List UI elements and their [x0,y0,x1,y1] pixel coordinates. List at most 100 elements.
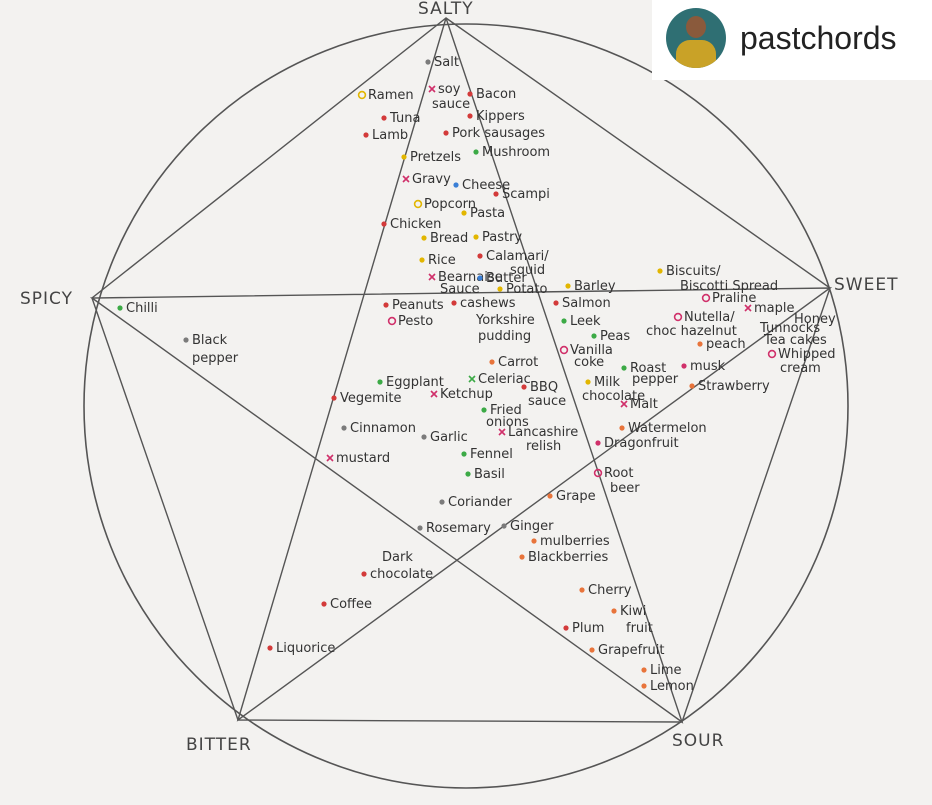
food-label: Biscuits/ [666,264,721,279]
profile-avatar-icon[interactable] [666,8,726,68]
food-label: Black [192,333,228,348]
food-marker [595,440,601,446]
food-label: Yorkshire [475,313,535,328]
food-marker [489,359,495,365]
vertex-label-spicy: SPICY [20,289,73,309]
account-handle[interactable]: pastchords [740,20,897,56]
food-marker [443,130,449,136]
vertex-label-bitter: BITTER [186,735,252,755]
food-marker [565,283,571,289]
food-label: Coriander [448,495,512,510]
food-label: Salmon [562,296,611,311]
food-label: Chilli [126,301,158,316]
food-marker [681,363,687,369]
food-label: Cheese [462,178,510,193]
food-label: Bacon [476,87,516,102]
food-label: Butter [486,271,527,286]
food-label: Kiwi [620,604,646,619]
food-label: Ramen [368,88,414,103]
food-marker [421,235,427,241]
food-label: Tea cakes [763,333,827,348]
food-label: Malt [630,397,658,412]
food-marker [430,390,438,398]
food-marker [402,175,410,183]
food-label: peach [706,337,746,352]
food-label: Lamb [372,128,408,143]
food-marker [579,587,585,593]
food-label: Scampi [502,187,550,202]
account-badge[interactable]: pastchords [652,0,932,80]
food-label: Bearnaise [438,270,503,285]
food-marker [453,182,459,188]
food-label: Sauce [440,282,480,297]
food-marker [531,538,537,544]
avatar-body [676,40,716,68]
food-label: Garlic [430,430,468,445]
food-marker [497,286,503,292]
food-label: Grapefruit [598,643,665,658]
food-label: cashews [460,296,516,311]
food-label: relish [526,439,561,454]
pentagram-star [89,17,833,724]
food-label: Dragonfruit [604,436,679,451]
food-marker [563,625,569,631]
food-marker [341,425,347,431]
food-marker [473,149,479,155]
food-label: choc hazelnut [646,324,737,339]
food-marker [493,191,499,197]
food-marker [467,91,473,97]
food-label: Calamari/ [486,249,549,264]
food-label: pudding [478,329,531,344]
food-label: beer [610,481,640,496]
food-label: coke [574,355,604,370]
food-marker [611,608,617,614]
food-label: Barley [574,279,616,294]
food-marker [381,221,387,227]
food-label: Whipped [778,347,835,362]
food-label: mulberries [540,534,610,549]
food-marker [498,428,506,436]
food-marker [461,210,467,216]
food-marker [697,341,703,347]
vertex-label-salty: SALTY [418,0,474,19]
food-marker [381,115,387,121]
food-label: Eggplant [386,375,444,390]
food-label: Lancashire [508,425,578,440]
food-label: Tunnocks [759,321,820,336]
food-label: Mushroom [482,145,550,160]
food-label: soy [438,82,461,97]
food-label: cream [780,361,821,376]
food-label: Fried [490,403,522,418]
food-marker [641,683,647,689]
food-label: sauce [528,394,566,409]
food-label: Pastry [482,230,522,245]
food-marker [465,471,471,477]
avatar-head [686,16,706,38]
food-marker [361,571,367,577]
food-label: Gravy [412,172,451,187]
food-label: Popcorn [424,197,476,212]
food-label: pepper [192,351,239,366]
food-label: Strawberry [698,379,770,394]
food-label: Carrot [498,355,538,370]
food-label: Dark [382,550,413,565]
food-marker [387,316,397,326]
food-label: Vanilla [570,343,613,358]
food-label: Roast [630,361,666,376]
food-marker [593,468,603,478]
food-label: Celeriac [478,372,531,387]
food-label: sauce [432,97,470,112]
food-label: Salt [434,55,459,70]
food-label: Pesto [398,314,433,329]
food-label: Cherry [588,583,632,598]
food-marker [331,395,337,401]
food-marker [383,302,389,308]
food-label: Pork sausages [452,126,545,141]
food-marker [620,400,628,408]
food-marker [547,493,553,499]
food-label: Chicken [390,217,441,232]
food-marker [767,349,777,359]
food-label: Ginger [510,519,554,534]
food-marker [619,425,625,431]
